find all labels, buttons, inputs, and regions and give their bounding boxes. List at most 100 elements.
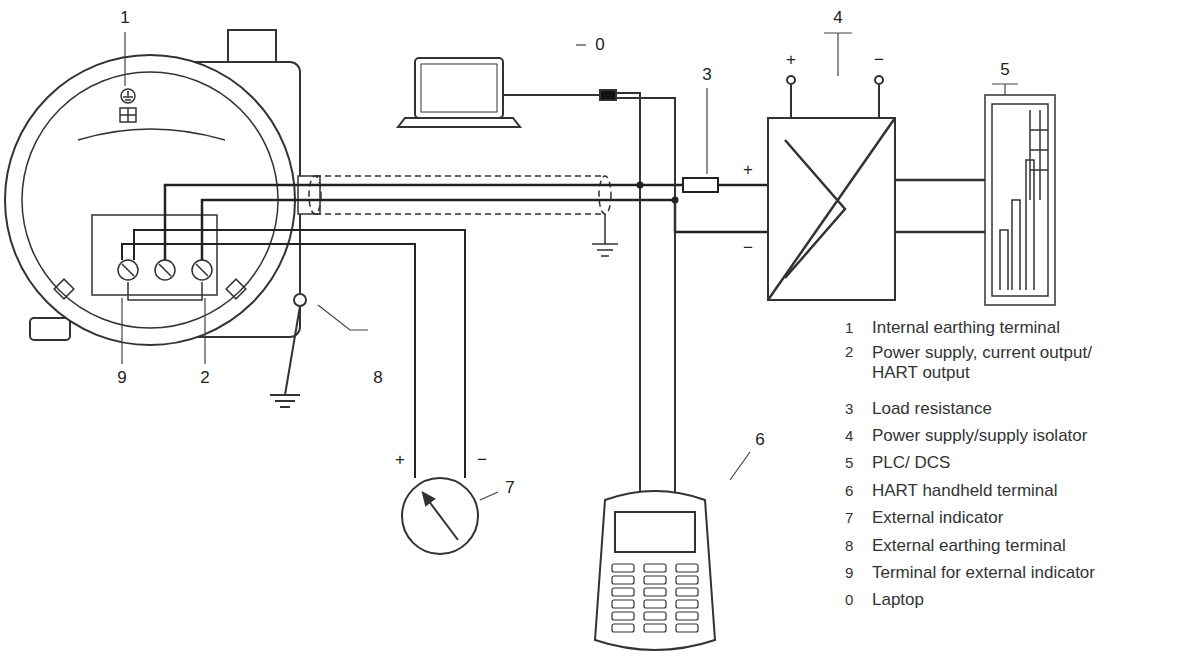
transmitter-housing-part: [226, 279, 246, 299]
callout-number: 3: [702, 65, 711, 85]
cable-gland-part: [298, 176, 320, 214]
shield-ground: [592, 214, 618, 256]
laptop-part: [421, 64, 497, 112]
terminal-block-part: [128, 282, 202, 300]
polarity-sign: −: [743, 238, 753, 258]
handheld-terminal-part-part: [644, 624, 666, 632]
legend-number: 5: [845, 454, 853, 472]
external-indicator: [402, 478, 478, 554]
legend-number: 4: [845, 427, 853, 445]
polarity-sign: −: [477, 450, 487, 470]
legend-text: Load resistance: [872, 399, 992, 419]
leader-lines-part: [480, 492, 498, 500]
external-earthing-terminal-part: [294, 294, 306, 306]
callout-number: 4: [833, 8, 842, 28]
callout-number: 0: [595, 35, 604, 55]
handheld-terminal-part-part: [644, 600, 666, 608]
plc-dcs-part: [1000, 160, 1034, 290]
callout-number: 6: [755, 430, 764, 450]
callout-number: 2: [200, 368, 209, 388]
plc-dcs: [985, 95, 1055, 305]
junction-dots-part: [637, 182, 644, 189]
handheld-terminal-part-part: [676, 576, 698, 584]
leader-lines-part: [706, 88, 707, 174]
external-indicator-part: [423, 493, 434, 505]
handheld-terminal-part-part: [612, 612, 634, 620]
transmitter-housing-part: [78, 129, 225, 140]
handheld-terminal-part-part: [612, 588, 634, 596]
external-earthing-terminal-part: [270, 306, 300, 407]
plc-dcs-part: [985, 95, 1055, 305]
legend-text: Terminal for external indicator: [872, 563, 1095, 583]
internal-earthing-terminal: [120, 89, 136, 122]
callout-number: 9: [117, 368, 126, 388]
polarity-sign: +: [743, 160, 753, 180]
leader-lines-part: [121, 298, 122, 364]
handheld-terminal-part-part: [612, 576, 634, 584]
handheld-terminal-part-part: [644, 564, 666, 572]
indicator-wires: [122, 230, 465, 478]
terminal-block: [92, 215, 217, 300]
legend-text: Internal earthing terminal: [872, 318, 1060, 338]
legend-number: 8: [845, 537, 853, 555]
power-supply-part: [787, 76, 795, 84]
legend-text: Laptop: [872, 590, 924, 610]
handheld-terminal-part-part: [676, 624, 698, 632]
internal-earthing-terminal-part: [123, 91, 133, 100]
junction-dots: [637, 182, 679, 204]
shield-ground-part: [592, 214, 618, 256]
laptop-part: [600, 90, 616, 100]
handheld-terminal: [595, 491, 715, 650]
plc-dcs-part: [992, 104, 1048, 296]
handheld-terminal-part-part: [644, 576, 666, 584]
internal-earthing-terminal-part: [121, 89, 135, 103]
laptop-part: [503, 94, 600, 96]
legend-number: 1: [845, 319, 853, 337]
handheld-terminal-part-part: [644, 612, 666, 620]
handheld-terminal-part: [612, 564, 698, 632]
cable-shield-part: [309, 176, 321, 214]
legend-number: 7: [845, 509, 853, 527]
legend-text: Power supply, current output/ HART outpu…: [872, 343, 1122, 384]
callout-number: 5: [1000, 60, 1009, 80]
cable-shield-part: [315, 176, 605, 214]
handheld-terminal-part-part: [676, 600, 698, 608]
indicator-wires-part: [134, 230, 465, 478]
leader-lines-part: [318, 305, 368, 330]
internal-earthing-terminal-part: [120, 108, 136, 122]
load-resistor-part: [683, 178, 718, 192]
internal-earthing-terminal-part: [120, 108, 136, 122]
power-supply-part: [768, 118, 895, 300]
plc-dcs-part: [1030, 110, 1048, 200]
legend-number: 6: [845, 482, 853, 500]
external-indicator-part: [428, 500, 458, 540]
legend-number: 0: [845, 591, 853, 609]
cable-shield-part: [599, 176, 611, 214]
laptop-part: [415, 58, 503, 118]
leader-lines-part: [124, 32, 125, 86]
callout-number: 7: [505, 478, 514, 498]
cable-shield: [309, 176, 611, 214]
loop-wires-part: [718, 184, 768, 187]
laptop-part: [616, 93, 675, 500]
power-supply-part: [875, 76, 883, 84]
polarity-sign: −: [874, 50, 884, 70]
power-supply-part: [791, 83, 879, 118]
junction-dots-part: [672, 197, 679, 204]
leader-lines-part: [204, 298, 205, 364]
external-indicator-part: [402, 478, 478, 554]
terminal-block-part: [122, 264, 208, 276]
handheld-terminal-part-part: [612, 624, 634, 632]
external-earthing-terminal: [270, 294, 306, 407]
power-supply: [768, 76, 985, 300]
leader-lines-part: [576, 44, 586, 45]
transmitter-housing-part: [54, 279, 74, 299]
legend-text: HART handheld terminal: [872, 481, 1058, 501]
legend-number: 9: [845, 564, 853, 582]
indicator-wires-part: [122, 244, 415, 478]
laptop-part: [398, 118, 520, 127]
polarity-sign: +: [395, 450, 405, 470]
leader-lines-part: [824, 33, 852, 76]
load-resistor: [683, 178, 718, 192]
